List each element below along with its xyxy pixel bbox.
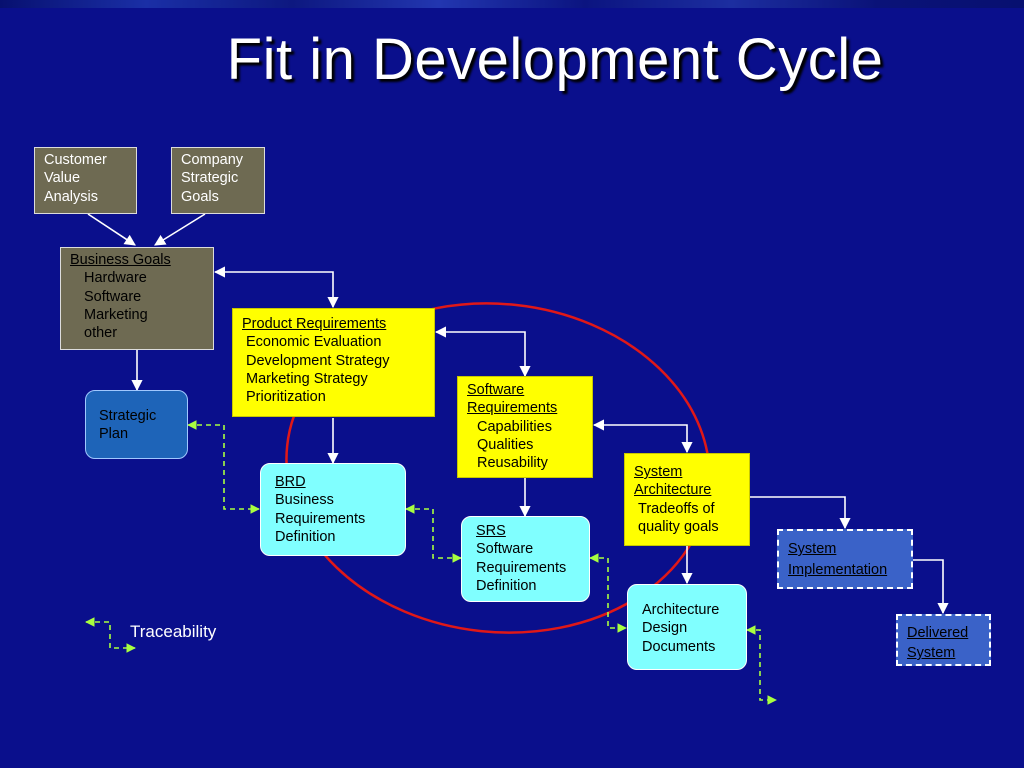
system-implementation-box: System Implementation <box>777 529 913 589</box>
box-item: Tradeoffs of <box>638 500 715 517</box>
delivered-system-box: Delivered System <box>896 614 991 666</box>
box-item: Definition <box>275 528 336 545</box>
box-item: Business <box>275 492 334 509</box>
software-requirements-box: Software Requirements Capabilities Quali… <box>457 376 593 478</box>
box-heading: Business Goals <box>70 252 171 268</box>
box-line: Delivered <box>907 625 969 641</box>
arrow-customer-to-business <box>87 213 136 246</box>
trace-srs-architecture <box>589 553 627 633</box>
box-line: Analysis <box>44 188 98 205</box>
box-line: System <box>907 645 956 661</box>
box-item: Capabilities <box>477 418 552 435</box>
box-item: Hardware <box>84 270 147 287</box>
box-line: Strategic <box>181 170 239 187</box>
srs-box: SRS Software Requirements Definition <box>461 516 590 602</box>
box-item: other <box>84 325 118 342</box>
traceability-legend-symbol <box>85 617 136 653</box>
box-heading: System <box>634 464 683 480</box>
box-item: Prioritization <box>246 389 326 406</box>
customer-value-analysis-box: Customer Value Analysis <box>34 147 137 214</box>
box-line: Architecture <box>642 602 720 618</box>
box-item: Software <box>84 288 142 305</box>
system-architecture-box: System Architecture Tradeoffs of quality… <box>624 453 750 546</box>
top-decorative-band <box>0 0 1024 8</box>
box-item: Marketing <box>84 306 148 323</box>
box-item: Development Strategy <box>246 352 390 369</box>
company-strategic-goals-box: Company Strategic Goals <box>171 147 265 214</box>
box-item: Reusability <box>477 455 548 472</box>
trace-strategic-brd <box>187 420 260 514</box>
business-goals-box: Business Goals Hardware Software Marketi… <box>60 247 214 350</box>
box-line: Implementation <box>788 562 888 578</box>
box-heading: Product Requirements <box>242 316 387 332</box>
box-line: Company <box>181 152 244 168</box>
box-line: Goals <box>181 188 219 205</box>
brd-box: BRD Business Requirements Definition <box>260 463 406 556</box>
strategic-plan-box: Strategic Plan <box>85 390 188 459</box>
arrow-implementation-to-delivered <box>913 559 949 615</box>
product-requirements-box: Product Requirements Economic Evaluation… <box>232 308 435 417</box>
box-heading: Requirements <box>467 400 558 417</box>
box-heading: Architecture <box>634 482 712 499</box>
box-line: Plan <box>99 426 129 443</box>
arrow-company-to-business <box>154 213 206 246</box>
box-item: Economic Evaluation <box>246 334 382 351</box>
architecture-design-documents-box: Architecture Design Documents <box>627 584 747 670</box>
slide-title: Fit in Development Cycle <box>226 27 884 92</box>
traceability-legend-label: Traceability <box>130 622 217 641</box>
box-item: Software <box>476 541 534 558</box>
box-line: System <box>788 541 837 557</box>
trace-architecture-out <box>746 625 777 705</box>
box-heading: BRD <box>275 474 306 490</box>
box-line: Documents <box>642 638 716 655</box>
box-item: Requirements <box>476 559 567 576</box>
box-item: Marketing Strategy <box>246 370 368 387</box>
box-item: Definition <box>476 577 537 594</box>
box-line: Value <box>44 170 81 187</box>
box-line: Customer <box>44 152 107 168</box>
arrow-sysarch-to-implementation <box>750 496 851 530</box>
arrow-software-sysarch-bidir <box>592 419 693 454</box>
box-line: Design <box>642 620 688 637</box>
trace-brd-srs <box>405 504 462 563</box>
box-item: quality goals <box>638 518 719 535</box>
box-heading: Software <box>467 382 525 398</box>
arrow-business-product-bidir <box>213 266 339 309</box>
box-line: Strategic <box>99 408 157 424</box>
box-heading: SRS <box>476 523 506 539</box>
arrow-product-software-bidir <box>434 326 531 378</box>
box-item: Requirements <box>275 510 366 527</box>
box-item: Qualities <box>477 436 534 453</box>
